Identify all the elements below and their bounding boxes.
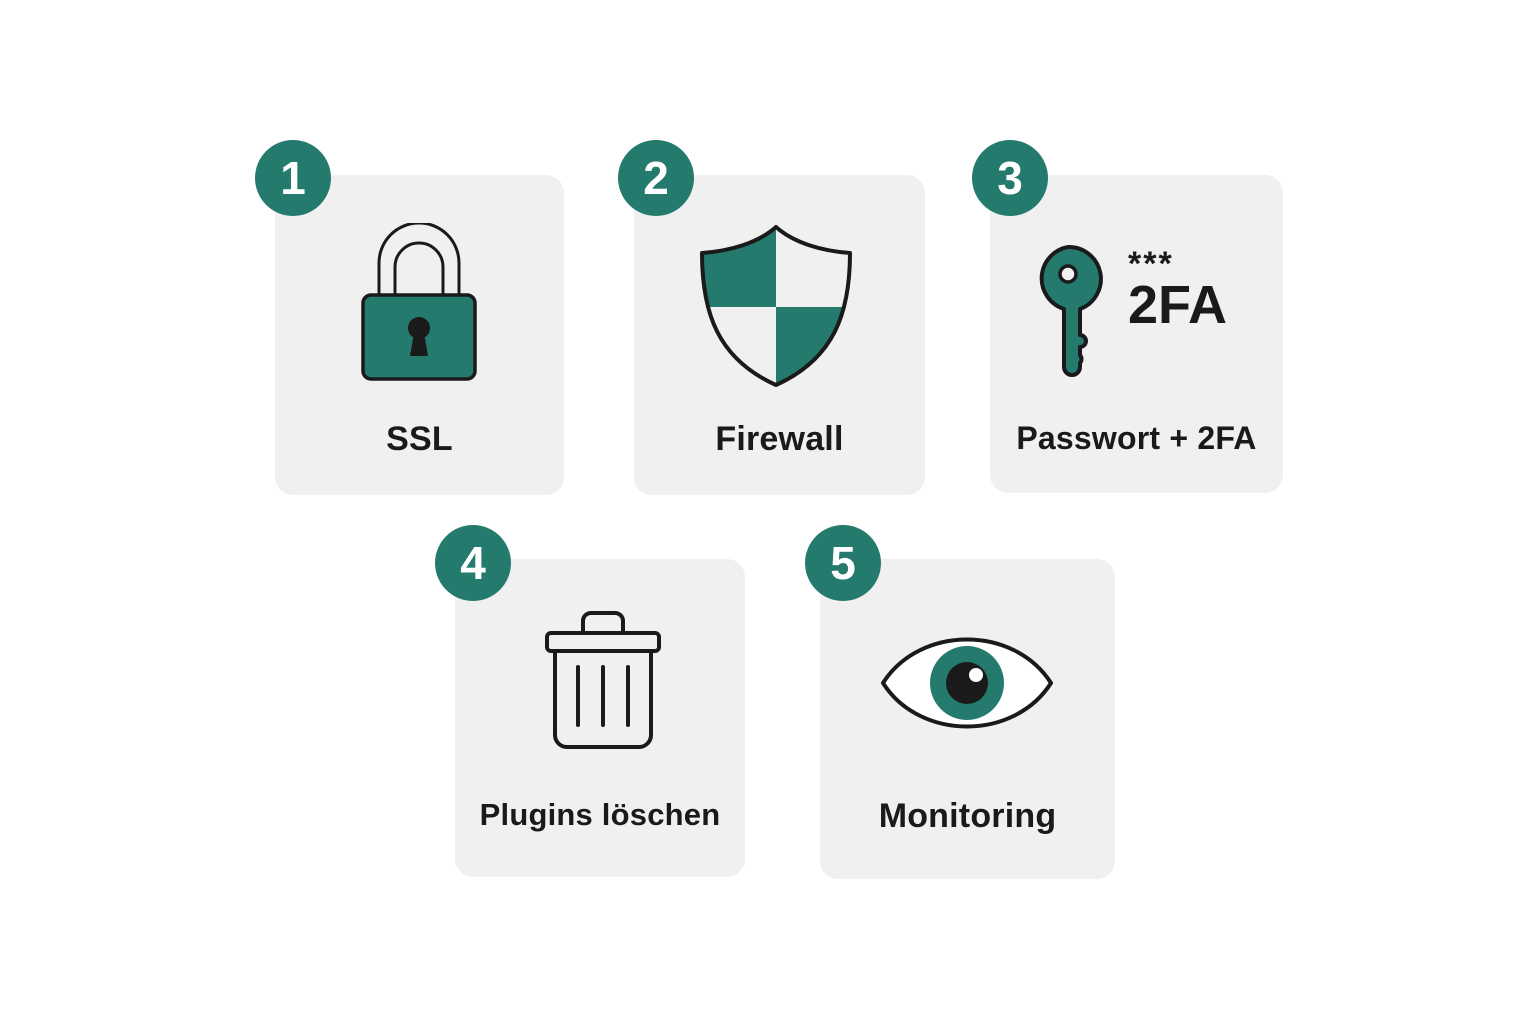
step-card-plugins: Plugins löschen [455,559,745,877]
step-number-badge: 5 [805,525,881,601]
step-label: Monitoring [878,797,1057,835]
key-icon [1039,244,1103,377]
eye-icon [881,637,1053,729]
password-stars: *** [1128,245,1174,283]
step-number-badge: 4 [435,525,511,601]
step-number-badge: 1 [255,140,331,216]
step-label: Passwort + 2FA [1016,420,1257,456]
step-label: Firewall [715,420,844,458]
step-card-password-2fa: *** 2FA Passwort + 2FA [990,175,1283,493]
step-label: SSL [386,420,453,458]
step-card-monitoring: Monitoring [820,559,1115,879]
step-number-badge: 3 [972,140,1048,216]
step-label: Plugins löschen [479,797,721,832]
padlock-icon [361,223,477,381]
step-card-firewall: Firewall [634,175,925,495]
shield-icon [700,225,852,387]
step-number-badge: 2 [618,140,694,216]
trash-icon [545,611,661,749]
twofa-code: 2FA [1128,275,1228,335]
step-card-ssl: SSL [275,175,564,495]
